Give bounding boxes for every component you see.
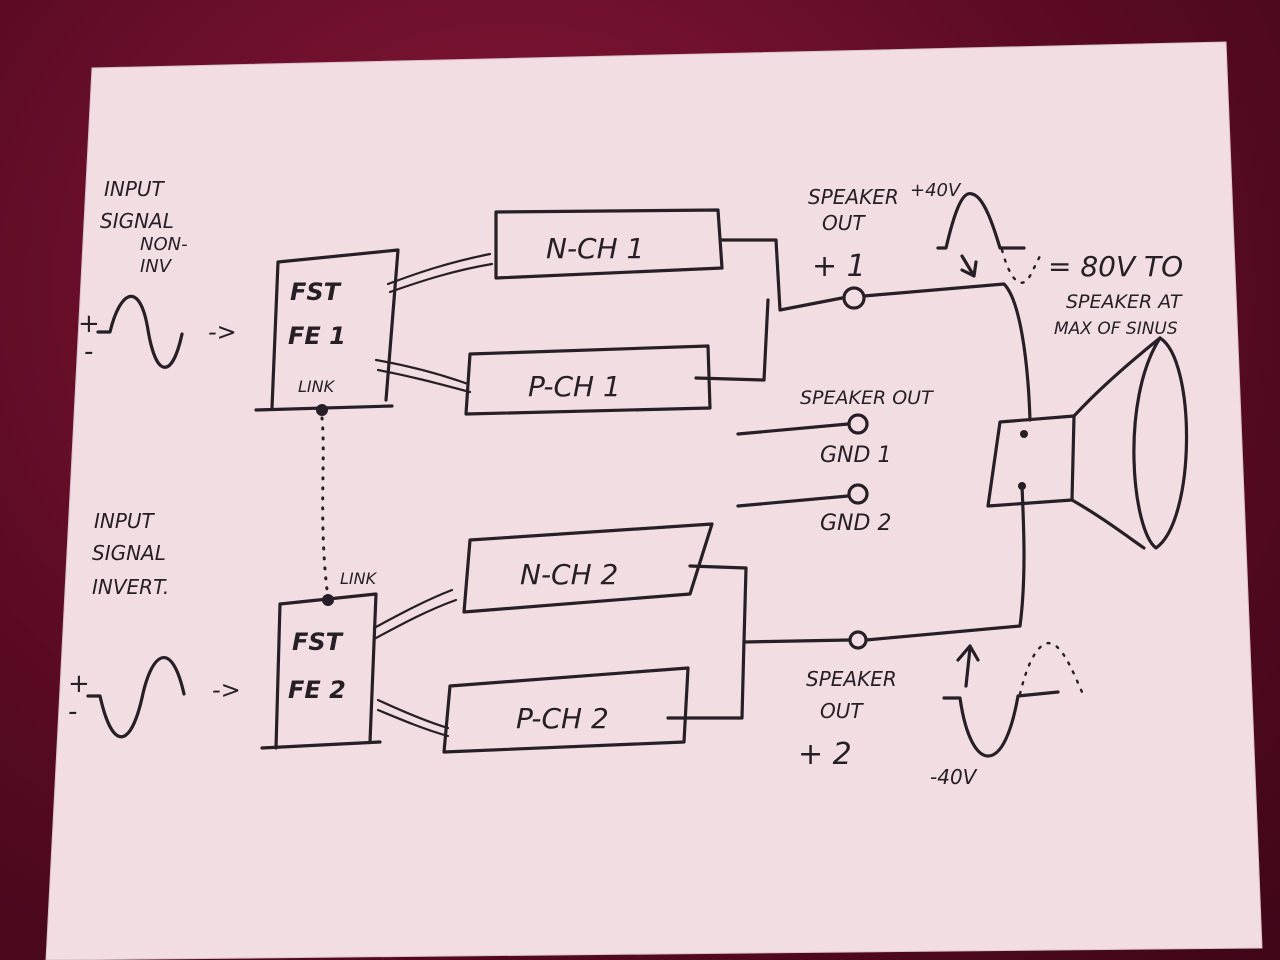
arrow-up-bottom <box>956 644 980 688</box>
link-1-dot <box>316 404 328 416</box>
speaker-rim <box>1132 336 1189 550</box>
negative-half-wave: -40V <box>930 641 1084 789</box>
gnd-1-terminal <box>847 413 869 435</box>
speaker-out-1-line-3: + 1 <box>812 249 866 284</box>
dashed-continuation-bottom <box>1018 641 1084 696</box>
positive-half-wave: +40V <box>910 180 1042 284</box>
fst-fe-2-block: LINK FST FE 2 <box>260 569 382 750</box>
fe-2-to-n-ch-2-wires <box>372 588 458 640</box>
speaker-out-1-terminal <box>842 286 866 310</box>
voltage-bottom-label: -40V <box>930 765 978 789</box>
input-1-label-line-1: INPUT <box>104 177 166 201</box>
fe-2-box <box>260 592 382 750</box>
fe-2-line-1: FST <box>292 628 344 656</box>
n-ch-1-block: N-CH 1 <box>494 208 724 280</box>
p-ch-1-block: P-CH 1 <box>464 344 712 416</box>
gnd-2-wire <box>736 494 850 508</box>
speaker-out-plus-1: SPEAKER OUT + 1 <box>808 185 1032 422</box>
input-1-sine-wave <box>96 294 184 369</box>
speaker-out-2-line-3: + 2 <box>798 737 852 772</box>
n-ch-2-block: N-CH 2 <box>462 522 714 614</box>
input-2-plus-sign: + <box>68 669 90 699</box>
fe-1-to-n-ch-1-wires <box>386 252 494 294</box>
negative-sine-trough <box>942 690 1060 758</box>
speaker-out-1-wire <box>862 282 1032 422</box>
input-signal-noninverted: INPUT SIGNAL NON- INV + - -> <box>78 177 237 369</box>
speaker-out-1-line-1: SPEAKER <box>808 185 899 209</box>
input-1-label-line-4: INV <box>140 256 173 277</box>
fst-fe-1-block: FST FE 1 LINK <box>254 248 400 416</box>
speaker-out-gnd-line-1: SPEAKER OUT <box>800 387 934 409</box>
p-ch-2-label: P-CH 2 <box>516 702 609 735</box>
input-1-arrow: -> <box>208 318 237 346</box>
speaker-note-line-2: MAX OF SINUS <box>1054 319 1178 339</box>
gnd-1-wire <box>736 422 850 436</box>
p-ch-2-box <box>442 666 690 754</box>
p-ch-2-block: P-CH 2 <box>442 666 690 754</box>
input-2-minus-sign: - <box>68 697 77 727</box>
input-2-label-line-2: SIGNAL <box>92 541 166 565</box>
fe-1-line-2: FE 1 <box>288 322 346 350</box>
speaker-terminal-top <box>1020 430 1028 438</box>
loudspeaker: SPEAKER AT MAX OF SINUS <box>986 291 1189 550</box>
arrow-down-top <box>960 254 978 278</box>
paper-sheet <box>45 41 1263 960</box>
dashed-continuation-top <box>1000 248 1042 284</box>
speaker-out-2-line-1: SPEAKER <box>806 667 897 691</box>
gnd-1-label: GND 1 <box>820 443 891 468</box>
input-signal-inverted: INPUT SIGNAL INVERT. + - -> <box>68 509 241 739</box>
speaker-note-line-1: SPEAKER AT <box>1066 291 1183 313</box>
p-ch-1-box <box>464 344 712 416</box>
fe-2-line-2: FE 2 <box>288 676 346 704</box>
speaker-terminal-bottom <box>1018 482 1026 490</box>
fe-1-line-1: FST <box>290 278 342 306</box>
fe-2-to-p-ch-2-wires <box>376 698 450 738</box>
input-2-label-line-3: INVERT. <box>92 575 169 599</box>
input-2-arrow: -> <box>212 676 241 704</box>
p-ch-1-label: P-CH 1 <box>528 370 621 403</box>
input-1-label-line-2: SIGNAL <box>100 209 174 233</box>
input-2-sine-wave <box>86 656 186 739</box>
n-ch-1-label: N-CH 1 <box>546 232 644 265</box>
positive-sine-hump <box>936 192 1026 250</box>
gnd-2-terminal <box>847 483 869 505</box>
note-80v: = 80V TO <box>1048 250 1183 283</box>
speaker-out-ground: SPEAKER OUT GND 1 GND 2 <box>736 387 934 536</box>
ch-2-output-wires <box>666 564 852 720</box>
gnd-2-label: GND 2 <box>820 511 891 536</box>
speaker-out-2-line-2: OUT <box>820 699 864 723</box>
ch-1-output-wires <box>694 238 844 382</box>
input-1-plus-sign: + <box>78 309 100 339</box>
speaker-out-1-line-2: OUT <box>822 211 866 235</box>
input-1-label-line-3: NON- <box>140 234 188 255</box>
n-ch-2-box <box>462 522 714 614</box>
voltage-top-label: +40V <box>910 180 962 201</box>
input-2-label-line-1: INPUT <box>94 509 156 533</box>
fe-1-to-p-ch-1-wires <box>374 358 472 394</box>
n-ch-1-box <box>494 208 724 280</box>
input-1-minus-sign: - <box>84 337 93 367</box>
speaker-cone <box>1070 336 1162 550</box>
fe-1-link-label: LINK <box>298 377 336 396</box>
n-ch-2-label: N-CH 2 <box>520 558 618 591</box>
fe-2-link-label: LINK <box>340 569 378 588</box>
